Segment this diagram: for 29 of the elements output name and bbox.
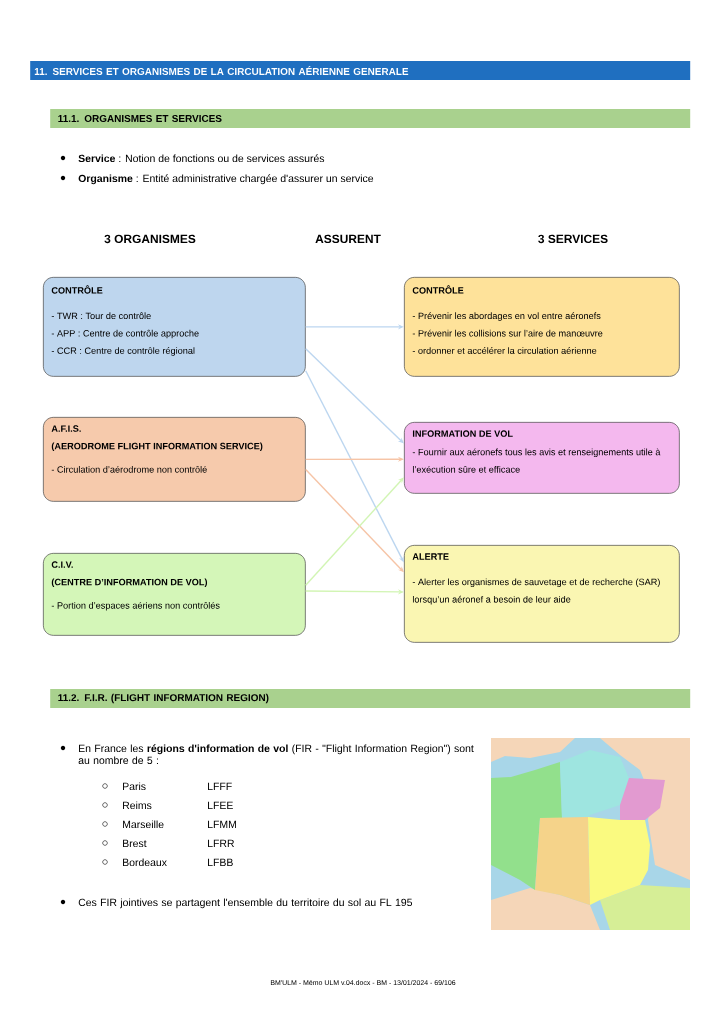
column-heading: 3 SERVICES <box>538 234 608 244</box>
process-box: CONTRÔLE - Prévenir les abordages en vol entre aéronefs - Prévenir les collisions sur l’aire de manœuvre - ordonner et accélérer la circulation aérienne <box>404 277 680 377</box>
region-code: LFFF <box>208 782 232 790</box>
region-name: Marseille <box>123 820 164 829</box>
bullet-text: Service : Notion de fonctions ou de services assurés <box>78 154 325 163</box>
arrow <box>305 348 404 444</box>
bullet-text: En France les régions d'information de vol (FIR - "Flight Information Region") sont au nombre de 5 : <box>78 744 474 765</box>
process-box: CONTRÔLE - TWR : Tour de contrôle - APP : Centre de contrôle approche - CCR : Centre de contrôle régional <box>43 277 306 377</box>
section-heading: 11. SERVICES ET ORGANISMES DE LA CIRCULATION AÉRIENNE GENERALE <box>30 61 691 80</box>
process-box: C.I.V. (CENTRE D’INFORMATION DE VOL) - Portion d’espaces aériens non contrôlés <box>43 553 306 636</box>
section-heading: 11.1. ORGANISMES ET SERVICES <box>50 109 691 128</box>
bullet-text: Organisme : Entité administrative chargée d'assurer un service <box>78 174 374 185</box>
region-code: LFMM <box>208 820 236 828</box>
process-box: ALERTE - Alerter les organismes de sauvetage et de recherche (SAR) lorsqu’un aéronef a besoin de leur aide <box>404 545 680 643</box>
column-heading: ASSURENT <box>315 234 381 244</box>
region-name: Paris <box>123 782 146 791</box>
arrow <box>305 477 404 586</box>
region-name: Reims <box>123 801 152 810</box>
region-name: Brest <box>123 839 147 848</box>
column-heading: 3 ORGANISMES <box>104 234 196 244</box>
process-box: A.F.I.S. (AERODROME FLIGHT INFORMATION SERVICE) - Circulation d’aérodrome non contrôlé <box>43 417 306 502</box>
section-heading: 11.2. F.I.R. (FLIGHT INFORMATION REGION) <box>50 689 691 708</box>
region-code: LFEE <box>208 801 233 809</box>
region-code: LFRR <box>208 839 234 847</box>
arrow <box>305 456 404 462</box>
process-box: INFORMATION DE VOL - Fournir aux aéronefs tous les avis et renseignements utile à l’exécution sûre et efficace <box>404 422 680 494</box>
region-code: LFBB <box>208 858 233 866</box>
bullet-text: Ces FIR jointives se partagent l'ensemble du territoire du sol au FL 195 <box>78 898 413 909</box>
region-name: Bordeaux <box>123 858 167 867</box>
